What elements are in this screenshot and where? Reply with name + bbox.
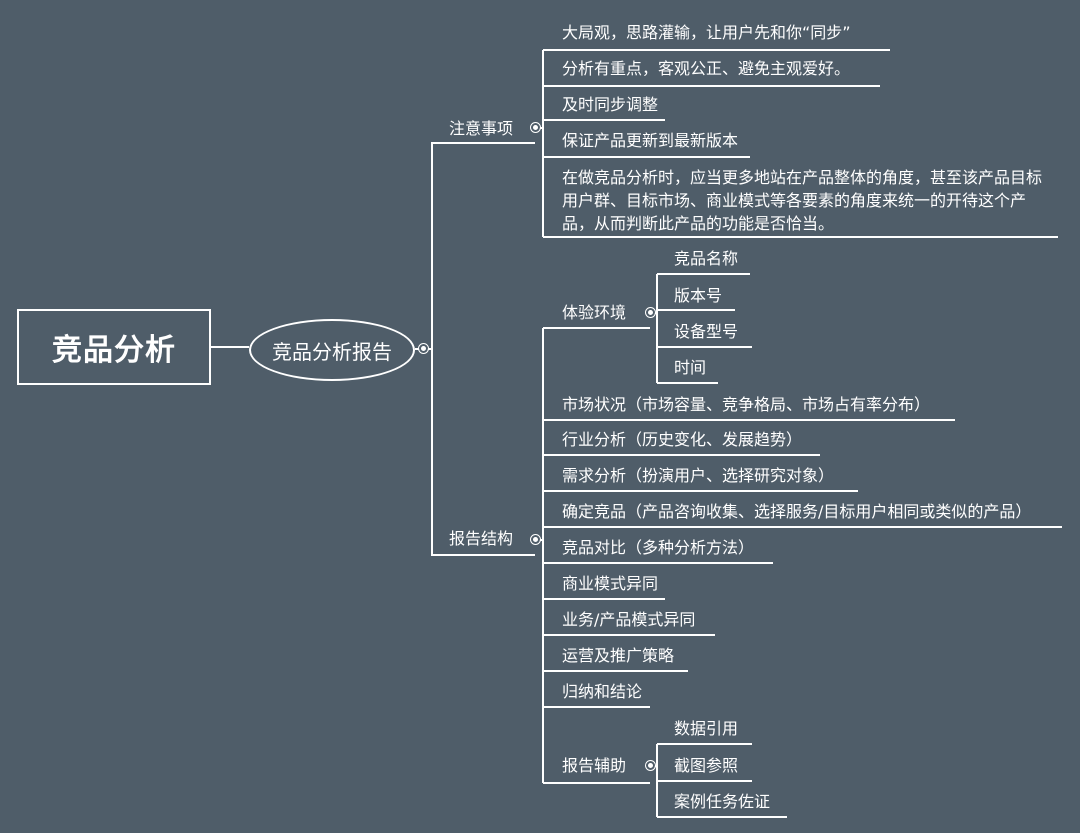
env-item[interactable]: 设备型号 (674, 322, 739, 341)
structure-item-aux[interactable]: 报告辅助 (562, 756, 627, 775)
note-item[interactable]: 保证产品更新到最新版本 (562, 131, 739, 150)
note-item[interactable]: 大局观，思路灌输，让用户先和你“同步” (562, 23, 851, 42)
structure-item-env[interactable]: 体验环境 (562, 303, 627, 322)
structure-item[interactable]: 业务/产品模式异同 (562, 610, 696, 629)
env-item[interactable]: 版本号 (674, 286, 723, 305)
branch-label-notes[interactable]: 注意事项 (449, 119, 514, 138)
structure-item[interactable]: 商业模式异同 (562, 574, 659, 593)
structure-item[interactable]: 运营及推广策略 (562, 646, 675, 665)
root-topic[interactable]: 竞品分析 (17, 309, 211, 385)
branch-label-structure[interactable]: 报告结构 (449, 529, 514, 548)
collapse-toggle-aux[interactable] (645, 760, 656, 771)
collapse-toggle-env[interactable] (645, 307, 656, 318)
collapse-toggle-main[interactable] (418, 343, 429, 354)
structure-item[interactable]: 行业分析（历史变化、发展趋势） (562, 430, 803, 449)
structure-item[interactable]: 归纳和结论 (562, 682, 643, 701)
main-topic[interactable]: 竞品分析报告 (249, 319, 415, 381)
aux-item[interactable]: 数据引用 (674, 719, 739, 738)
aux-item[interactable]: 截图参照 (674, 756, 739, 775)
note-item[interactable]: 分析有重点，客观公正、避免主观爱好。 (562, 59, 851, 78)
structure-item[interactable]: 竞品对比（多种分析方法） (562, 538, 755, 557)
note-item-long[interactable]: 在做竞品分析时，应当更多地站在产品整体的角度，甚至该产品目标用户群、目标市场、商… (562, 168, 1043, 233)
collapse-toggle-notes[interactable] (530, 122, 541, 133)
collapse-toggle-structure[interactable] (530, 534, 541, 545)
structure-item[interactable]: 市场状况（市场容量、竞争格局、市场占有率分布） (562, 395, 931, 414)
structure-item[interactable]: 需求分析（扮演用户、选择研究对象） (562, 466, 835, 485)
env-item[interactable]: 竞品名称 (674, 249, 739, 268)
structure-item[interactable]: 确定竞品（产品咨询收集、选择服务/目标用户相同或类似的产品） (562, 502, 1032, 521)
note-item[interactable]: 及时同步调整 (562, 95, 659, 114)
aux-item[interactable]: 案例任务佐证 (674, 792, 771, 811)
env-item[interactable]: 时间 (674, 358, 707, 377)
